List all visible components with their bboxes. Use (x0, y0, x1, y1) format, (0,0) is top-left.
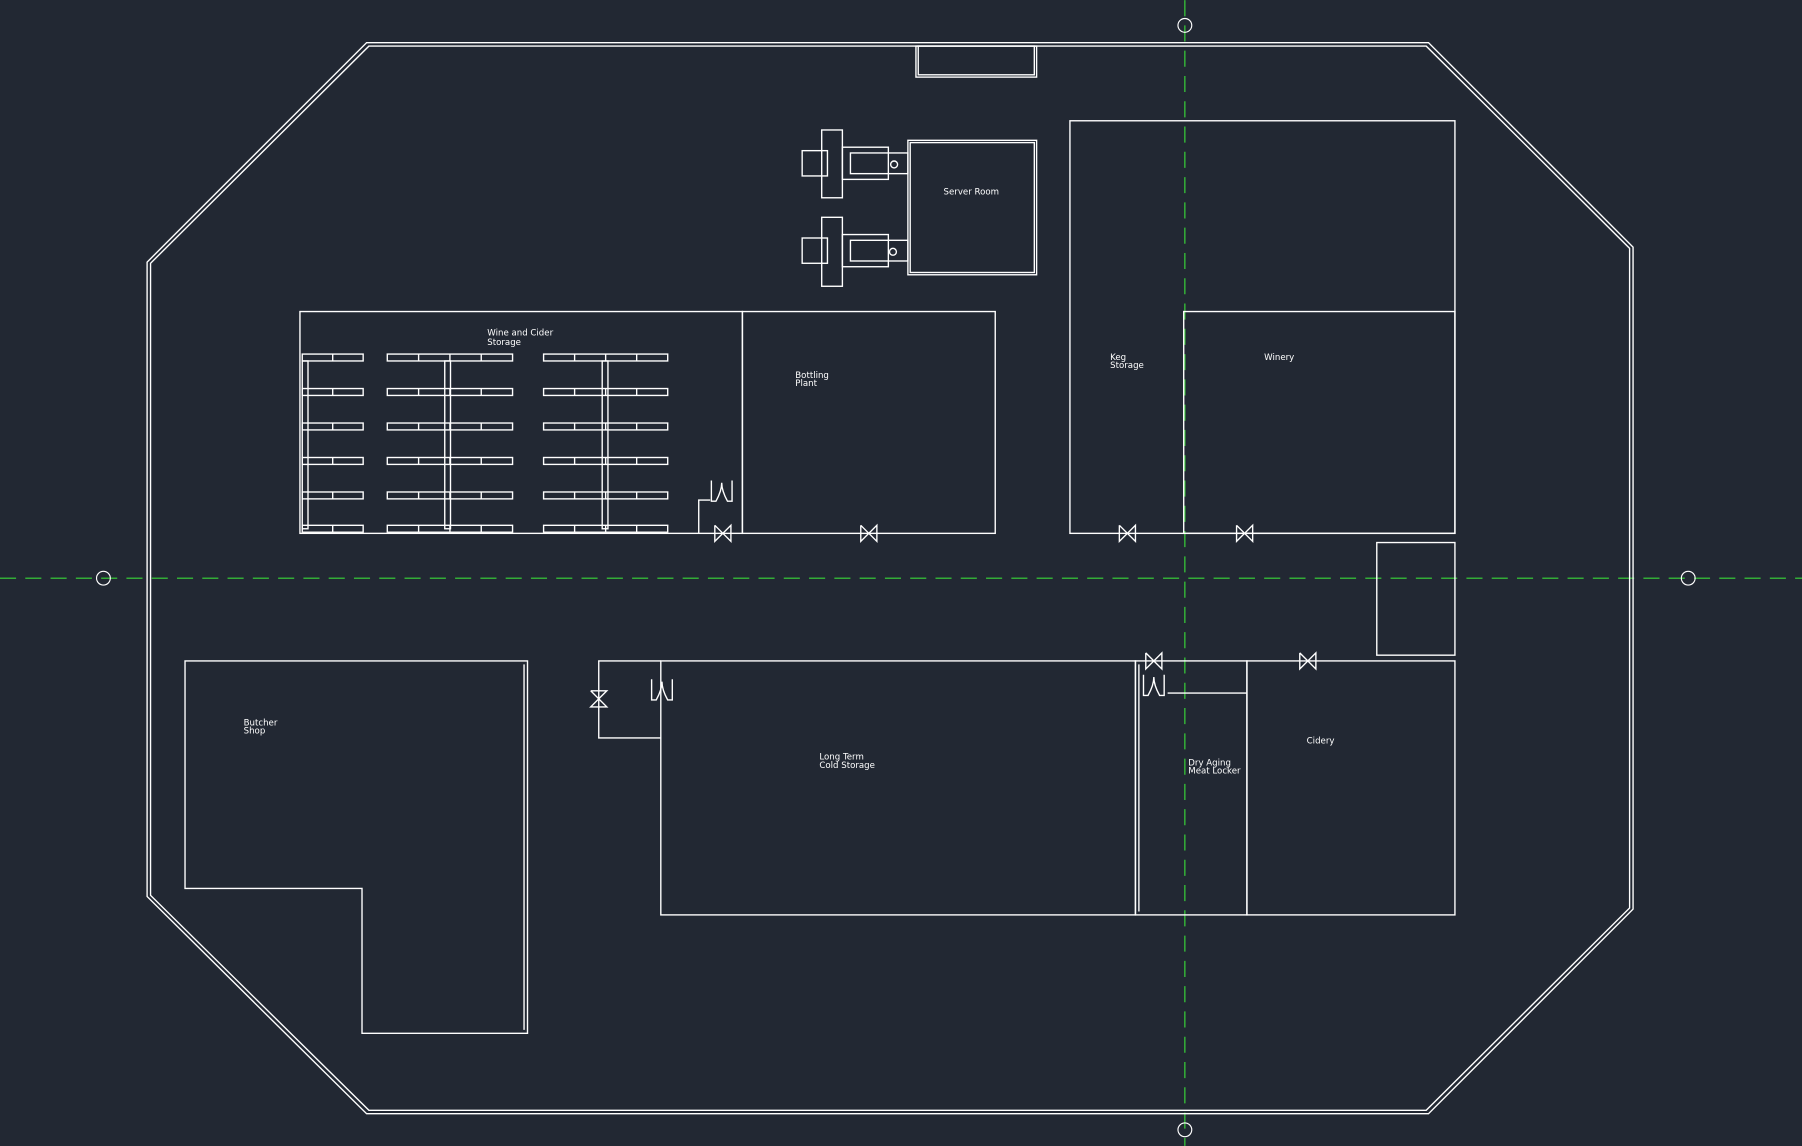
bottling-plant[interactable]: Bottling Plant (741, 310, 996, 535)
utility-closet (1376, 541, 1456, 656)
room-label: Bottling (795, 371, 829, 381)
server-equipment (801, 129, 909, 287)
winery[interactable]: Winery (1183, 310, 1456, 535)
grid-marker-right-icon (1680, 570, 1696, 586)
room-label: Server Room (944, 187, 1000, 197)
room-label: Plant (795, 379, 817, 389)
room-label: Shop (244, 726, 266, 736)
building-outline (146, 41, 1634, 1115)
server-room[interactable]: Server Room (907, 139, 1038, 276)
room-label: Winery (1264, 353, 1294, 363)
rack-post (601, 360, 609, 530)
door-swing-icon (650, 679, 673, 701)
rack-post (301, 360, 309, 530)
valve-icon (860, 523, 878, 544)
room-label: Meat Locker (1188, 767, 1241, 777)
room-label: Keg (1110, 353, 1126, 363)
valve-icon (1145, 651, 1163, 671)
door-swing-icon (1142, 674, 1165, 697)
room-label: Cold Storage (819, 761, 875, 771)
room-label: Storage (1110, 361, 1144, 371)
room-label: Wine and Cider (487, 329, 553, 339)
valve-icon (1299, 651, 1317, 671)
long-term-cold-storage[interactable]: Long Term Cold Storage (598, 660, 1137, 916)
butcher-shop[interactable]: Butcher Shop (184, 660, 529, 1034)
valve-icon (589, 690, 609, 708)
grid-marker-top-icon (1177, 17, 1193, 33)
room-label: Dry Aging (1188, 758, 1231, 768)
valve-icon (1235, 523, 1254, 544)
cidery[interactable]: Cidery (1246, 660, 1456, 916)
room-label: Butcher (244, 718, 278, 728)
grid-marker-bottom-icon (1177, 1122, 1193, 1138)
room-label: Cidery (1307, 737, 1335, 747)
keg-storage[interactable]: Keg Storage (1069, 120, 1456, 535)
dry-aging-meat-locker[interactable]: Dry Aging Meat Locker (1134, 660, 1248, 916)
room-label: Long Term (819, 753, 863, 763)
valve-icon (714, 523, 732, 544)
rack-post (444, 360, 452, 530)
valve-icon (1118, 523, 1137, 544)
valves (589, 480, 1317, 708)
door-swing-icon (710, 480, 733, 502)
grid-marker-left-icon (95, 570, 111, 586)
wine-racks (301, 353, 669, 533)
wine-cider-storage[interactable]: Wine and Cider Storage (299, 310, 744, 535)
room-label: Storage (487, 338, 521, 348)
